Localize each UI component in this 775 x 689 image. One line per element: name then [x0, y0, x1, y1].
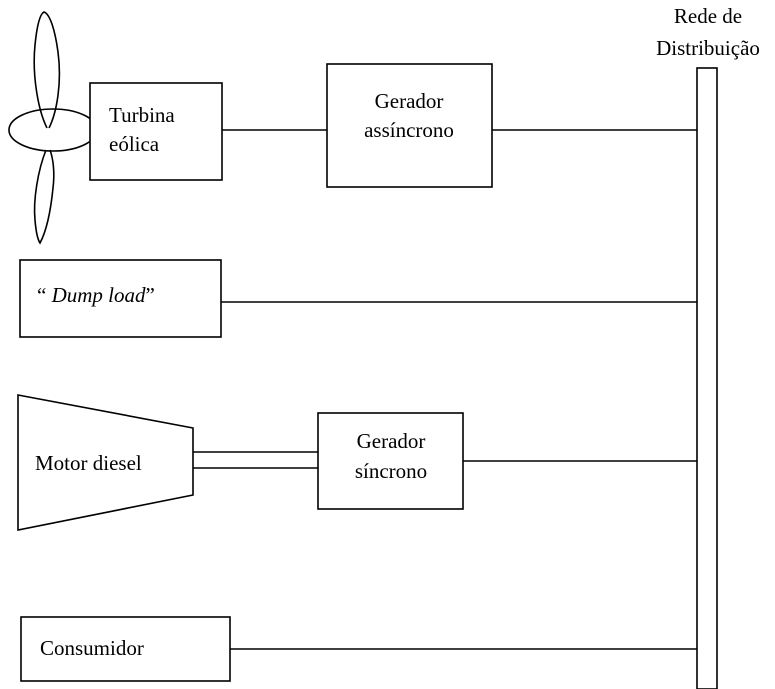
sync-generator-box	[317, 412, 464, 510]
dump-load-text: Dump load	[51, 283, 146, 307]
consumer-label: Consumidor	[40, 636, 144, 660]
wind-rotor-icon	[8, 11, 98, 245]
turbine-label-line1: Turbina	[109, 103, 175, 127]
dump-load-quote-open: “	[37, 283, 46, 307]
bus-label-line1: Rede de	[674, 4, 742, 28]
async-generator-label-line2: assíncrono	[364, 118, 454, 142]
dump-load-label: “ Dump load”	[37, 283, 155, 307]
async-generator-box	[326, 63, 493, 188]
sync-generator-label-line2: síncrono	[355, 459, 427, 483]
distribution-bus	[696, 67, 718, 689]
sync-generator-label-line1: Gerador	[357, 429, 426, 453]
dump-load-box	[19, 259, 222, 338]
turbine-box	[89, 82, 223, 181]
bus-label-line2: Distribuição	[656, 36, 760, 60]
diesel-motor-shape	[17, 394, 194, 531]
dump-load-quote-close: ”	[146, 283, 155, 307]
upper-blade	[33, 11, 61, 129]
lower-blade	[33, 149, 55, 245]
diesel-motor-label: Motor diesel	[35, 451, 142, 475]
async-generator-label-line1: Gerador	[375, 89, 444, 113]
rotor-hub	[8, 108, 98, 152]
turbine-label-line2: eólica	[109, 132, 160, 156]
